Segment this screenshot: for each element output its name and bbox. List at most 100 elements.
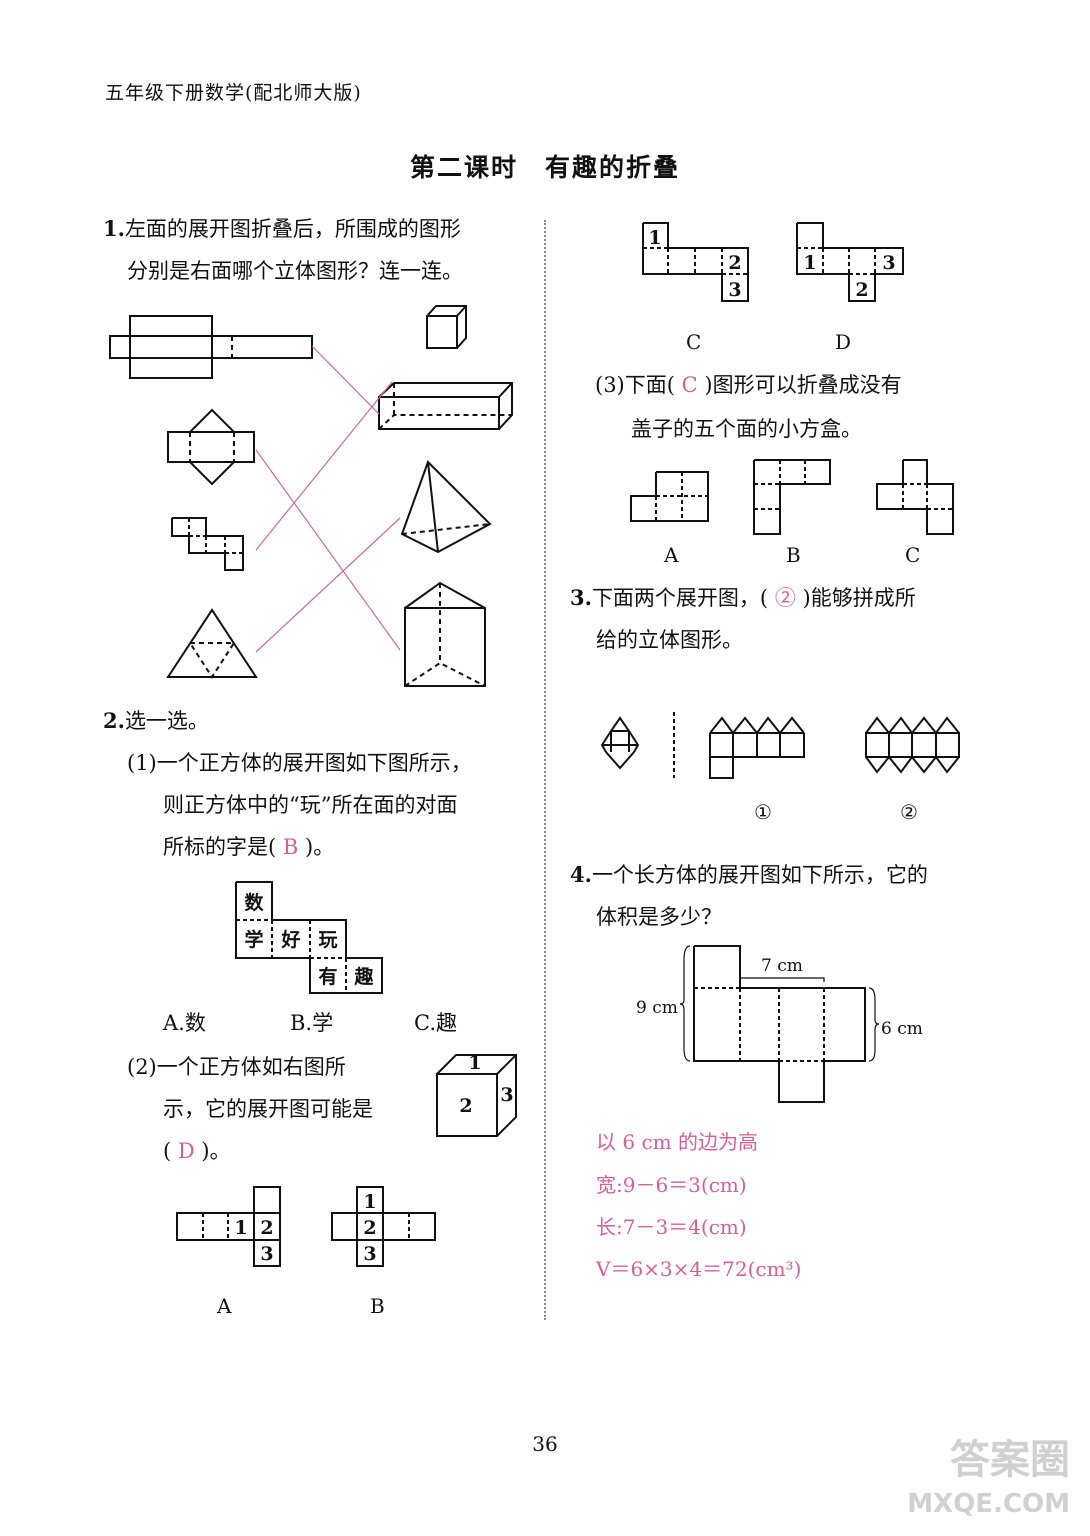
q2p3-line1-pre: (3)下面( [595,373,675,397]
q1-line1: 1.左面的展开图折叠后，所围成的图形 [103,208,461,250]
crystal-solid [600,716,640,770]
tetra-net [166,608,258,679]
q2p1-option-c: C.趣 [414,1011,457,1035]
q2p2-label-a: A [217,1294,232,1318]
box-net-a [630,471,709,522]
net-char-3: 好 [280,928,300,951]
option-a-net [176,1186,281,1267]
column-divider [544,220,546,1320]
cube-face-3: 3 [500,1084,513,1106]
q3-line1-post: )能够拼成所 [802,586,916,610]
q3-figures [600,712,960,779]
answer-lines [255,345,401,653]
q4-number: 4. [570,862,592,887]
c-face-1: 1 [648,227,661,249]
q2-intro-text: 选一选。 [124,709,209,733]
q3-label-2: ② [900,800,918,824]
cube-face-1: 1 [468,1052,481,1074]
q2p1-answer: B [282,835,299,859]
q4-solution-3: 长:7－3＝4(cm) [596,1215,747,1239]
q2p3-line1: (3)下面( C )图形可以折叠成没有 [595,364,902,406]
q4-solution-2: 宽:9－6＝3(cm) [596,1173,747,1197]
q2p1-line2: 则正方体中的“玩”所在面的对面 [163,793,458,817]
page-number: 36 [532,1432,558,1456]
cuboid-net [109,315,313,379]
q2p2-label-b: B [370,1294,385,1318]
q2p2-line3-post: )。 [201,1139,231,1163]
option-c-net [642,222,749,302]
cube-net-stairs [171,517,244,571]
q2p3-nets [630,459,954,535]
q2p3-line2: 盖子的五个面的小方盒。 [631,417,862,441]
q2p2-line3-pre: ( [163,1139,172,1163]
c-face-3: 3 [728,279,741,301]
q2p1-line3-pre: 所标的字是( [163,835,277,859]
prism-solid [404,581,486,687]
dim-6cm-brace [868,987,880,1062]
cube-solid [426,305,467,349]
q2p2-label-c: C [686,330,702,354]
watermark-logo: 答案圈 [950,1437,1070,1483]
q2p3-line1-post: )图形可以折叠成没有 [704,373,902,397]
q1-number: 1. [103,216,125,241]
q2-number: 2. [103,708,125,733]
q4-net: 7 cm 9 cm 6 cm [636,945,923,1103]
d-face-2: 2 [855,279,868,301]
cube-face-2: 2 [459,1095,472,1117]
q2p1-option-a: A.数 [163,1011,206,1035]
dim-9cm-brace [679,945,691,1062]
q2p1-line1: (1)一个正方体的展开图如下图所示， [127,751,472,775]
option-b-net [331,1186,436,1267]
watermark: 答案圈 MXQE.COM [907,1438,1070,1526]
option-d-net [796,222,904,302]
net-char-2: 学 [244,928,263,951]
q4-line2: 体积是多少？ [596,905,722,929]
q3-label-1: ① [754,800,772,824]
q1-line2: 分别是右面哪个立体图形？连一连。 [127,259,463,283]
net-char-1: 数 [244,891,264,914]
book-header: 五年级下册数学(配北师大版) [105,82,362,104]
q2p1-line3-post: )。 [305,835,335,859]
c-face-2: 2 [728,252,741,274]
box-net-b [753,459,831,535]
q3-line1: 3.下面两个展开图，( ② )能够拼成所 [570,577,916,619]
pyramid-solid [400,460,492,554]
net-char-5: 有 [318,965,337,988]
q1-figures [109,305,513,687]
q4-solution-1: 以 6 cm 的边为高 [596,1130,758,1154]
q2p3-answer: C [681,373,698,397]
numbered-cube [436,1054,517,1137]
q3-line2: 给的立体图形。 [596,628,743,652]
q2p1-net: 数 学 好 玩 有 趣 [235,881,383,994]
a-face-1: 1 [234,1217,247,1239]
d-face-1: 1 [803,252,816,274]
dim-top-label: 7 cm [761,956,803,976]
net-char-4: 玩 [318,929,337,951]
dim-right-label: 6 cm [881,1019,923,1039]
b-face-3: 3 [363,1243,376,1265]
q2p2-line1: (2)一个正方体如右图所 [127,1055,346,1079]
net-option-1 [709,716,805,779]
q2p3-label-c: C [905,543,921,567]
q2p2-figures: 1 2 3 1 2 3 1 2 3 1 2 3 1 2 3 [176,222,904,1267]
q4-text1: 一个长方体的展开图如下所示，它的 [591,863,928,887]
box-net-c [876,459,954,535]
lesson-title: 第二课时 有趣的折叠 [409,153,680,182]
q3-line1-pre: 下面两个展开图，( [591,586,769,610]
q2p2-line3: ( D )。 [163,1130,231,1172]
q2p2-line2: 示，它的展开图可能是 [163,1097,373,1121]
b-face-2: 2 [363,1217,376,1239]
watermark-url: MXQE.COM [907,1489,1070,1519]
dim-left-label: 9 cm [636,998,678,1018]
q3-number: 3. [570,585,592,610]
a-face-2: 2 [260,1217,273,1239]
cuboid-solid [378,382,513,430]
q2p3-label-a: A [664,543,679,567]
net-option-2 [865,716,960,774]
q2p2-answer: D [177,1139,195,1163]
a-face-3: 3 [260,1243,273,1265]
prism-net [167,408,255,486]
b-face-1: 1 [363,1191,376,1213]
q4-line1: 4.一个长方体的展开图如下所示，它的 [570,854,928,896]
q1-text1: 左面的展开图折叠后，所围成的图形 [124,217,461,241]
